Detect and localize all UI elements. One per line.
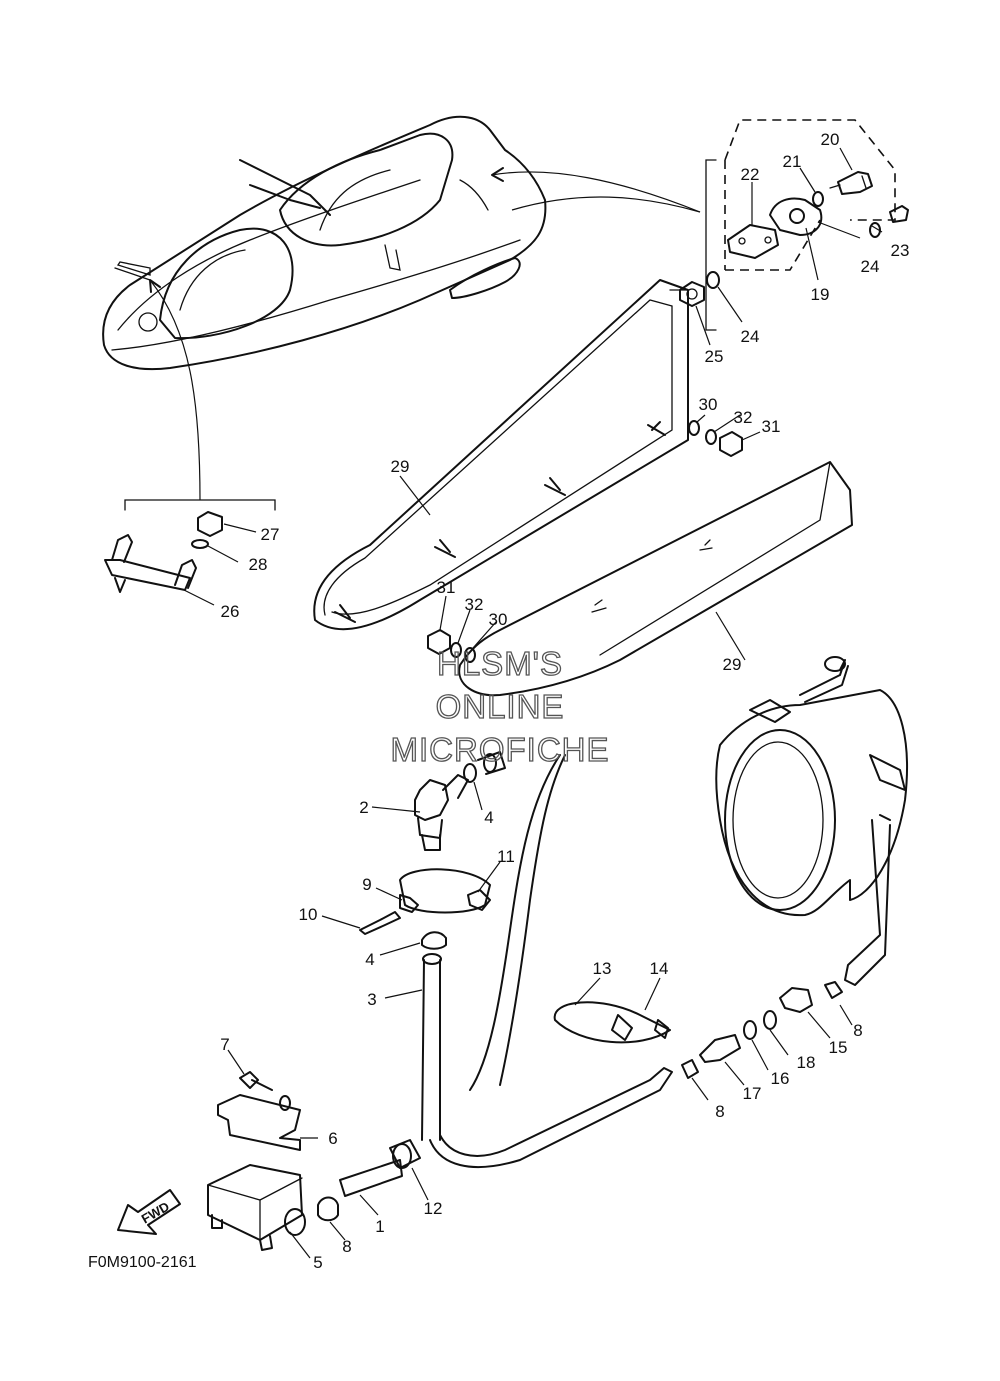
callout-24-left: 24	[741, 327, 760, 346]
jet-nozzle-housing	[715, 656, 908, 986]
watermark-line-2: ONLINE	[436, 688, 565, 725]
leader-arrow-bracket	[149, 279, 201, 501]
callout-numbers: 20 21 22 23 24 19 24 25 30 32 31 29 27 2…	[220, 130, 909, 1272]
mounting-bracket	[217, 1049, 318, 1151]
callout-19: 19	[811, 285, 830, 304]
callout-8-right: 8	[853, 1021, 862, 1040]
leader-arrow-box	[491, 171, 701, 213]
callout-2: 2	[359, 798, 368, 817]
callout-6: 6	[328, 1129, 337, 1148]
callout-30-upper: 30	[699, 395, 718, 414]
callout-12: 12	[424, 1199, 443, 1218]
callout-30-lower: 30	[489, 610, 508, 629]
callout-23: 23	[891, 241, 910, 260]
watermark-line-3: MICROFICHE	[391, 731, 610, 768]
callout-10: 10	[299, 905, 318, 924]
callout-7: 7	[220, 1035, 229, 1054]
watermark: HLSM'S ONLINE MICROFICHE	[390, 644, 610, 768]
callout-3: 3	[367, 990, 376, 1009]
callout-18: 18	[797, 1053, 816, 1072]
hose-route	[469, 754, 561, 1091]
callout-1: 1	[375, 1217, 384, 1236]
callout-15: 15	[829, 1038, 848, 1057]
callout-32-upper: 32	[734, 408, 753, 427]
callout-27: 27	[261, 525, 280, 544]
callout-21: 21	[783, 152, 802, 171]
callout-32-lower: 32	[465, 595, 484, 614]
callout-14: 14	[650, 959, 669, 978]
sponson-left	[313, 279, 689, 631]
callout-17: 17	[743, 1084, 762, 1103]
callout-31-lower: 31	[437, 578, 456, 597]
cable-ties	[553, 977, 671, 1044]
callout-11: 11	[497, 847, 515, 866]
sleeve-12	[389, 1139, 421, 1169]
callout-13: 13	[593, 959, 612, 978]
callout-31-upper: 31	[762, 417, 781, 436]
callout-26: 26	[221, 602, 240, 621]
drain-plug-assembly-box	[679, 119, 909, 346]
fittings	[681, 981, 853, 1101]
callout-25: 25	[705, 347, 724, 366]
callout-20: 20	[821, 130, 840, 149]
watermark-line-1: HLSM'S	[437, 645, 563, 682]
fwd-arrow-icon: FWD	[117, 1189, 181, 1235]
hose-3	[421, 959, 441, 1141]
callout-8-mid: 8	[715, 1102, 724, 1121]
callout-22: 22	[741, 165, 760, 184]
callout-16: 16	[771, 1069, 790, 1088]
callout-28: 28	[249, 555, 268, 574]
sponson-right	[458, 461, 853, 697]
callout-5: 5	[313, 1253, 322, 1272]
clamp-band	[321, 861, 501, 935]
figure-code: F0M9100-2161	[88, 1254, 197, 1271]
watercraft-hull	[102, 115, 547, 371]
callout-9: 9	[362, 875, 371, 894]
callout-29-upper: 29	[391, 457, 410, 476]
callout-8-left: 8	[342, 1237, 351, 1256]
water-box	[207, 1164, 311, 1259]
pipe-1	[339, 1159, 403, 1197]
fwd-label: FWD	[139, 1199, 172, 1227]
callout-24-right: 24	[861, 257, 880, 276]
check-valve	[371, 751, 506, 851]
callout-4-upper: 4	[484, 808, 493, 827]
nozzle-bracket	[104, 511, 257, 606]
callout-29-lower: 29	[723, 655, 742, 674]
callout-4-lower: 4	[365, 950, 374, 969]
